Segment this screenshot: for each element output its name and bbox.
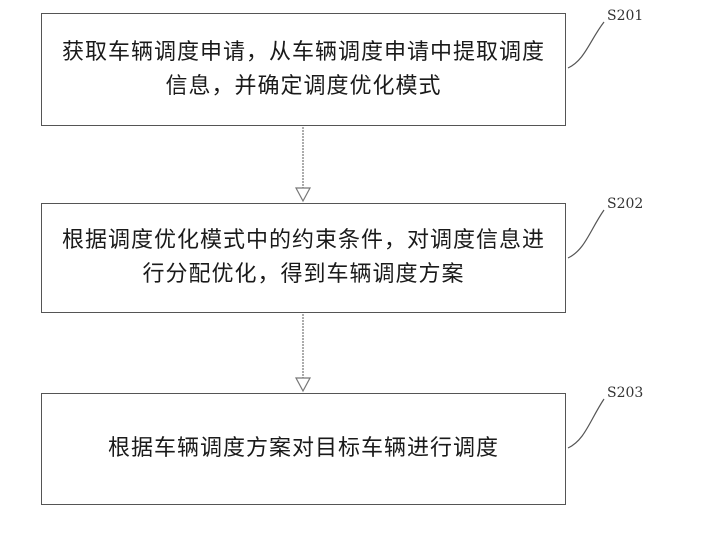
step-label-s203: S203 — [607, 385, 643, 401]
step-text-s201: 获取车辆调度申请，从车辆调度申请中提取调度信息，并确定调度优化模式 — [42, 36, 565, 104]
step-label-s202: S202 — [607, 196, 643, 212]
step-text-s203: 根据车辆调度方案对目标车辆进行调度 — [96, 432, 511, 466]
step-label-s201: S201 — [607, 8, 643, 24]
leader-line-s201 — [568, 22, 604, 68]
step-box-s202: 根据调度优化模式中的约束条件，对调度信息进行分配优化，得到车辆调度方案 — [41, 203, 566, 313]
step-box-s203: 根据车辆调度方案对目标车辆进行调度 — [41, 393, 566, 505]
flow-arrow-2 — [296, 314, 310, 391]
step-text-s202: 根据调度优化模式中的约束条件，对调度信息进行分配优化，得到车辆调度方案 — [42, 224, 565, 292]
flow-arrow-1 — [296, 127, 310, 201]
step-box-s201: 获取车辆调度申请，从车辆调度申请中提取调度信息，并确定调度优化模式 — [41, 13, 566, 126]
leader-line-s203 — [568, 399, 604, 448]
leader-line-s202 — [568, 210, 604, 258]
